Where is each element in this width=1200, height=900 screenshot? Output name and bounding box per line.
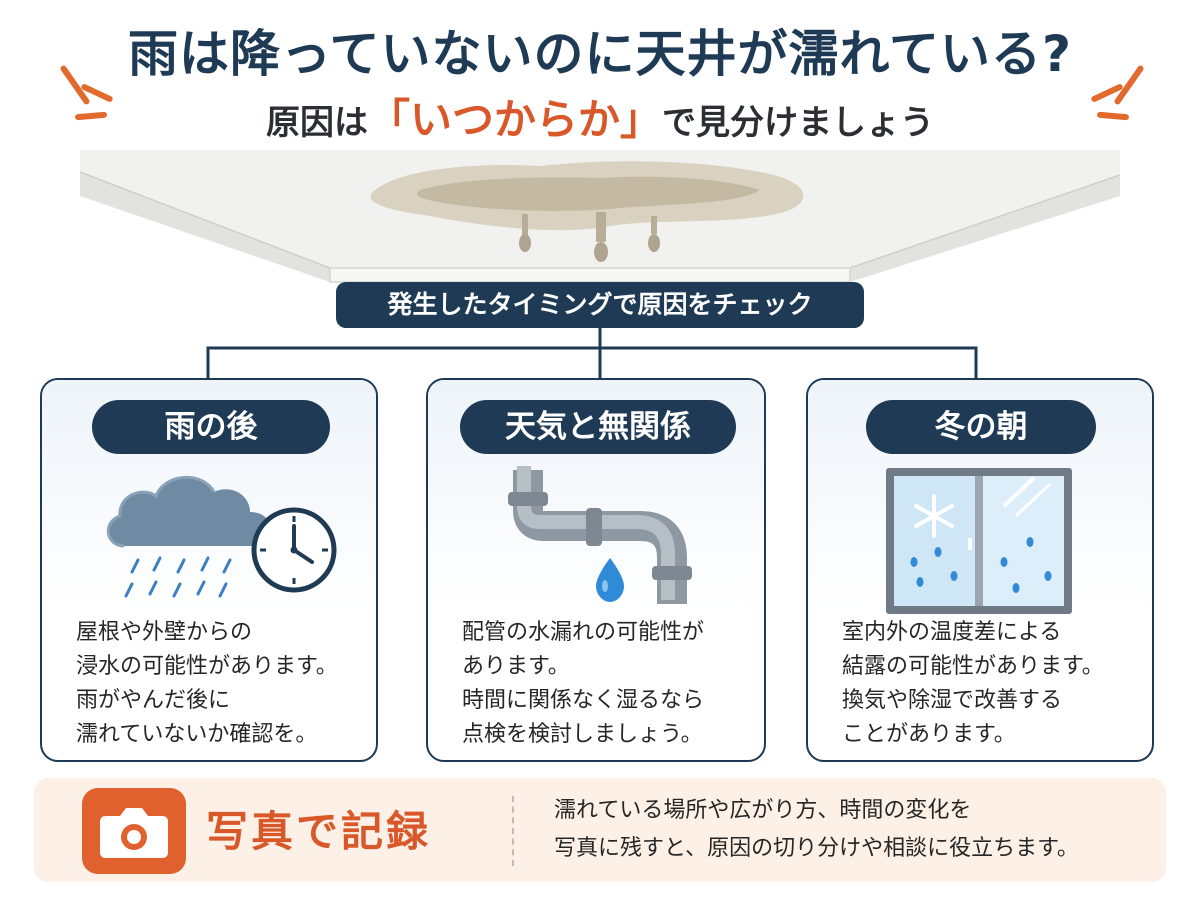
- timing-check-label: 発生したタイミングで原因をチェック: [336, 282, 864, 328]
- subtitle-prefix: 原因は: [265, 103, 368, 143]
- record-photo-banner: 写真で記録 濡れている場所や広がり方、時間の変化を 写真に残すと、原因の切り分け…: [34, 778, 1166, 882]
- page-title: 雨は降っていないのに天井が濡れている?: [127, 25, 1072, 83]
- card-after-rain: 雨の後 屋根や外壁からの 浸水の可能性があります。 雨がやんだ後に 濡れていない…: [40, 378, 378, 762]
- banner-divider: [512, 796, 514, 866]
- card-weather-unrelated: 天気と無関係 配管の水漏れの可能性が あります。 時間に関係なく湿るなら 点検を…: [426, 378, 766, 762]
- card-text-after-rain: 屋根や外壁からの 浸水の可能性があります。 雨がやんだ後に 濡れていないか確認を…: [76, 620, 338, 747]
- card-winter-morning: 冬の朝 室内外の温度差による 結露の可能性があります。 換気や除湿で改善する こ…: [806, 378, 1154, 762]
- ceiling-stain-icon: [79, 150, 1121, 283]
- record-photo-label: 写真で記録: [206, 807, 432, 856]
- card-text-weather-unrelated: 配管の水漏れの可能性が あります。 時間に関係なく湿るなら 点検を検討しましょう…: [462, 620, 705, 747]
- card-title-after-rain: 雨の後: [92, 400, 330, 454]
- rain-cloud-clock-icon: [107, 476, 337, 598]
- subtitle-highlight: 「いつからか」: [367, 95, 662, 144]
- camera-icon: [82, 788, 186, 874]
- page-subtitle: 原因は「いつからか」で見分けましょう: [0, 86, 1200, 147]
- card-text-winter-morning: 室内外の温度差による 結露の可能性があります。 換気や除湿で改善する ことがあり…: [842, 620, 1104, 747]
- right-burst-icon: [1080, 54, 1150, 124]
- leaking-pipe-icon: [508, 466, 692, 604]
- card-title-weather-unrelated: 天気と無関係: [460, 400, 736, 454]
- left-burst-icon: [59, 54, 130, 124]
- subtitle-suffix: で見分けましょう: [662, 103, 934, 143]
- card-title-winter-morning: 冬の朝: [866, 400, 1096, 454]
- condensation-window-icon: [886, 468, 1072, 614]
- record-photo-text: 濡れている場所や広がり方、時間の変化を 写真に残すと、原因の切り分けや相談に役立…: [554, 798, 1079, 861]
